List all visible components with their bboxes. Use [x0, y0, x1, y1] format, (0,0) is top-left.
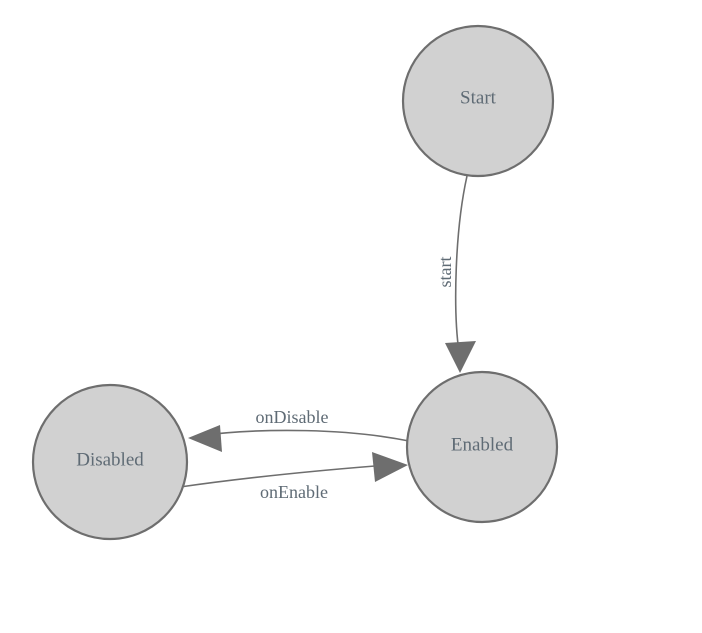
- edge-disabled-to-enabled-arrowhead: [372, 452, 408, 482]
- edge-enabled-to-disabled-path: [195, 429, 410, 442]
- edge-enabled-to-disabled-arrowhead: [188, 425, 222, 452]
- node-disabled[interactable]: Disabled: [31, 383, 189, 541]
- edge-start-to-enabled[interactable]: start: [435, 175, 476, 373]
- edge-enabled-to-disabled[interactable]: onDisable: [188, 407, 410, 452]
- node-disabled-label: Disabled: [76, 449, 144, 470]
- node-start-label: Start: [460, 87, 497, 108]
- edge-disabled-to-enabled-label: onEnable: [260, 482, 328, 502]
- edge-start-to-enabled-arrowhead: [445, 341, 476, 373]
- edge-enabled-to-disabled-label: onDisable: [256, 407, 329, 427]
- node-start-circle: [401, 24, 555, 178]
- node-enabled[interactable]: Enabled: [405, 370, 559, 524]
- node-enabled-circle: [405, 370, 559, 524]
- edge-disabled-to-enabled[interactable]: onEnable: [179, 452, 408, 502]
- edge-disabled-to-enabled-path: [179, 465, 376, 488]
- edge-start-to-enabled-label: start: [435, 257, 455, 288]
- node-disabled-circle: [31, 383, 189, 541]
- node-enabled-label: Enabled: [451, 434, 514, 455]
- node-start[interactable]: Start: [401, 24, 555, 178]
- edge-start-to-enabled-path: [454, 175, 468, 353]
